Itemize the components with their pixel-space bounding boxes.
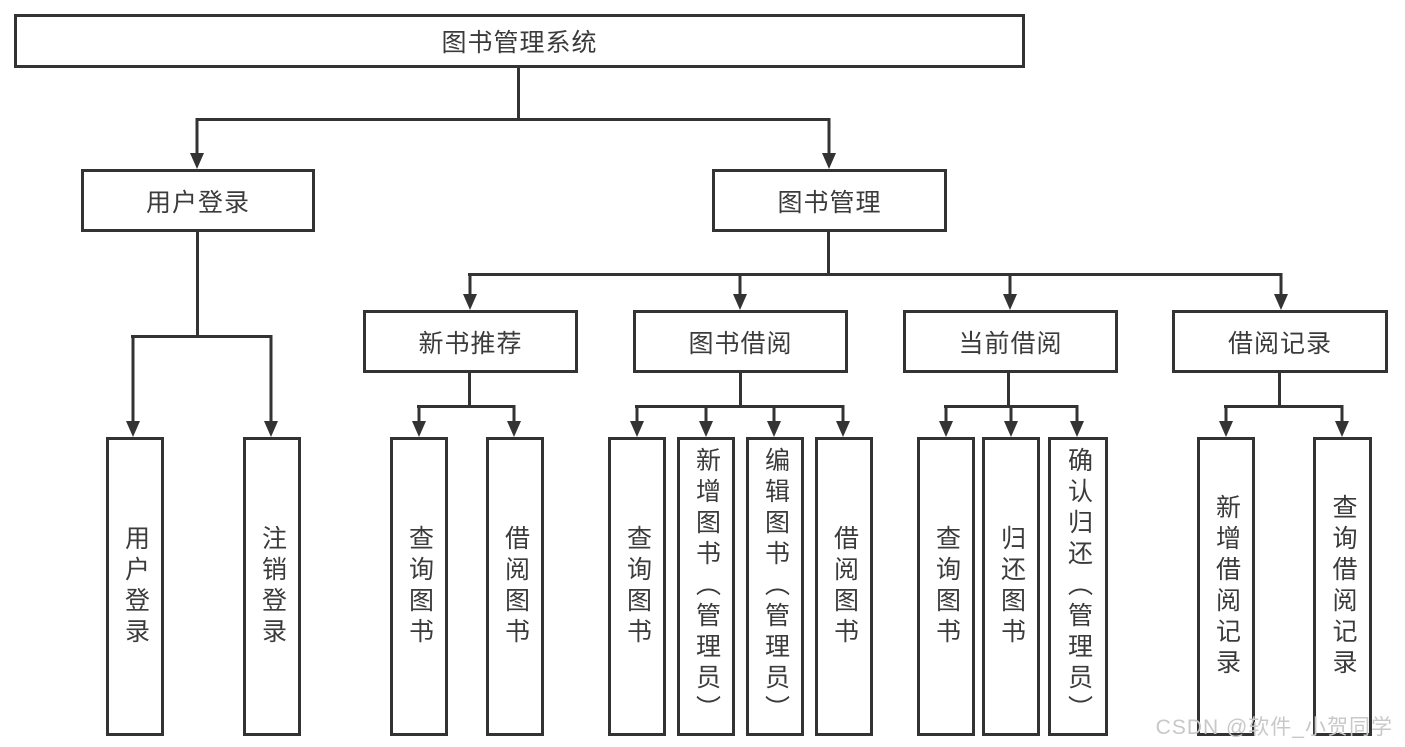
arrow-down-icon	[264, 335, 278, 437]
connector-branch	[635, 405, 844, 408]
node-label: 用户登录	[145, 188, 250, 217]
node-borrow-books-borrowing: 借阅图书	[815, 437, 873, 736]
node-add-books-admin: 新增图书（管理员）	[677, 437, 735, 736]
arrow-down-icon	[1070, 405, 1084, 437]
node-add-borrow-record: 新增借阅记录	[1197, 437, 1255, 736]
node-query-books-current: 查询图书	[917, 437, 975, 736]
arrow-down-icon	[822, 118, 836, 169]
node-query-books-recommend: 查询图书	[390, 437, 448, 736]
connector-stem	[468, 373, 471, 405]
node-label: 新增借阅记录	[1212, 493, 1241, 680]
connector-user-login-stem	[196, 232, 199, 335]
arrow-down-icon	[190, 118, 204, 169]
arrow-down-icon	[939, 405, 953, 437]
node-borrow-books-recommend: 借阅图书	[486, 437, 544, 736]
node-label: 新书推荐	[418, 329, 523, 358]
arrow-down-icon	[1274, 273, 1288, 310]
node-label: 图书管理系统	[441, 29, 598, 57]
arrow-down-icon	[126, 335, 140, 437]
arrow-down-icon	[733, 273, 747, 310]
node-borrowing-records: 借阅记录	[1172, 310, 1388, 373]
node-user-login: 用户登录	[81, 169, 315, 232]
arrow-down-icon	[1004, 405, 1018, 437]
node-label: 用户登录	[121, 524, 150, 649]
node-library-system: 图书管理系统	[14, 14, 1025, 68]
node-book-management: 图书管理	[712, 169, 947, 232]
arrow-down-icon	[1219, 405, 1233, 437]
node-return-books: 归还图书	[982, 437, 1040, 736]
connector-branch-level3	[468, 273, 1281, 276]
node-book-borrowing: 图书借阅	[633, 310, 848, 373]
node-label: 确认归还（管理员）	[1064, 447, 1093, 726]
connector-book-mgmt-stem	[827, 232, 830, 273]
connector-stem	[1278, 373, 1281, 405]
node-edit-books-admin: 编辑图书（管理员）	[746, 437, 804, 736]
arrow-down-icon	[836, 405, 850, 437]
arrow-down-icon	[630, 405, 644, 437]
arrow-down-icon	[463, 273, 477, 310]
node-label: 借阅记录	[1227, 329, 1332, 358]
node-label: 借阅图书	[501, 524, 530, 649]
connector-branch-user-login	[131, 335, 272, 338]
connector-root-stem	[517, 68, 520, 118]
node-label: 编辑图书（管理员）	[761, 447, 790, 726]
node-query-books-borrowing: 查询图书	[608, 437, 666, 736]
node-label: 查询图书	[932, 524, 961, 649]
connector-branch	[417, 405, 515, 408]
connector-stem	[1007, 373, 1010, 405]
connector-branch-level2	[196, 118, 830, 121]
node-label: 查询借阅记录	[1329, 493, 1357, 680]
watermark-text: CSDN @软件_小贺同学	[1155, 716, 1393, 739]
node-label: 归还图书	[997, 524, 1026, 649]
node-new-book-recommend: 新书推荐	[363, 310, 578, 373]
node-label: 图书管理	[777, 188, 882, 217]
node-label: 当前借阅	[958, 329, 1063, 358]
node-label: 查询图书	[405, 524, 434, 649]
connector-stem	[739, 373, 742, 405]
arrow-down-icon	[699, 405, 713, 437]
arrow-down-icon	[1335, 405, 1349, 437]
node-label: 图书借阅	[688, 329, 793, 358]
arrow-down-icon	[412, 405, 426, 437]
arrow-down-icon	[1003, 273, 1017, 310]
arrow-down-icon	[767, 405, 781, 437]
connector-branch	[1224, 405, 1343, 408]
node-label: 借阅图书	[830, 524, 859, 649]
node-confirm-return-admin: 确认归还（管理员）	[1048, 437, 1108, 736]
node-label: 新增图书（管理员）	[692, 447, 721, 726]
node-label: 查询图书	[623, 524, 652, 649]
arrow-down-icon	[507, 405, 521, 437]
node-current-borrowing: 当前借阅	[903, 310, 1118, 373]
node-user-login-leaf: 用户登录	[106, 437, 164, 736]
node-query-borrow-record: 查询借阅记录	[1313, 437, 1372, 736]
node-label: 注销登录	[258, 524, 287, 649]
node-logout: 注销登录	[243, 437, 301, 736]
